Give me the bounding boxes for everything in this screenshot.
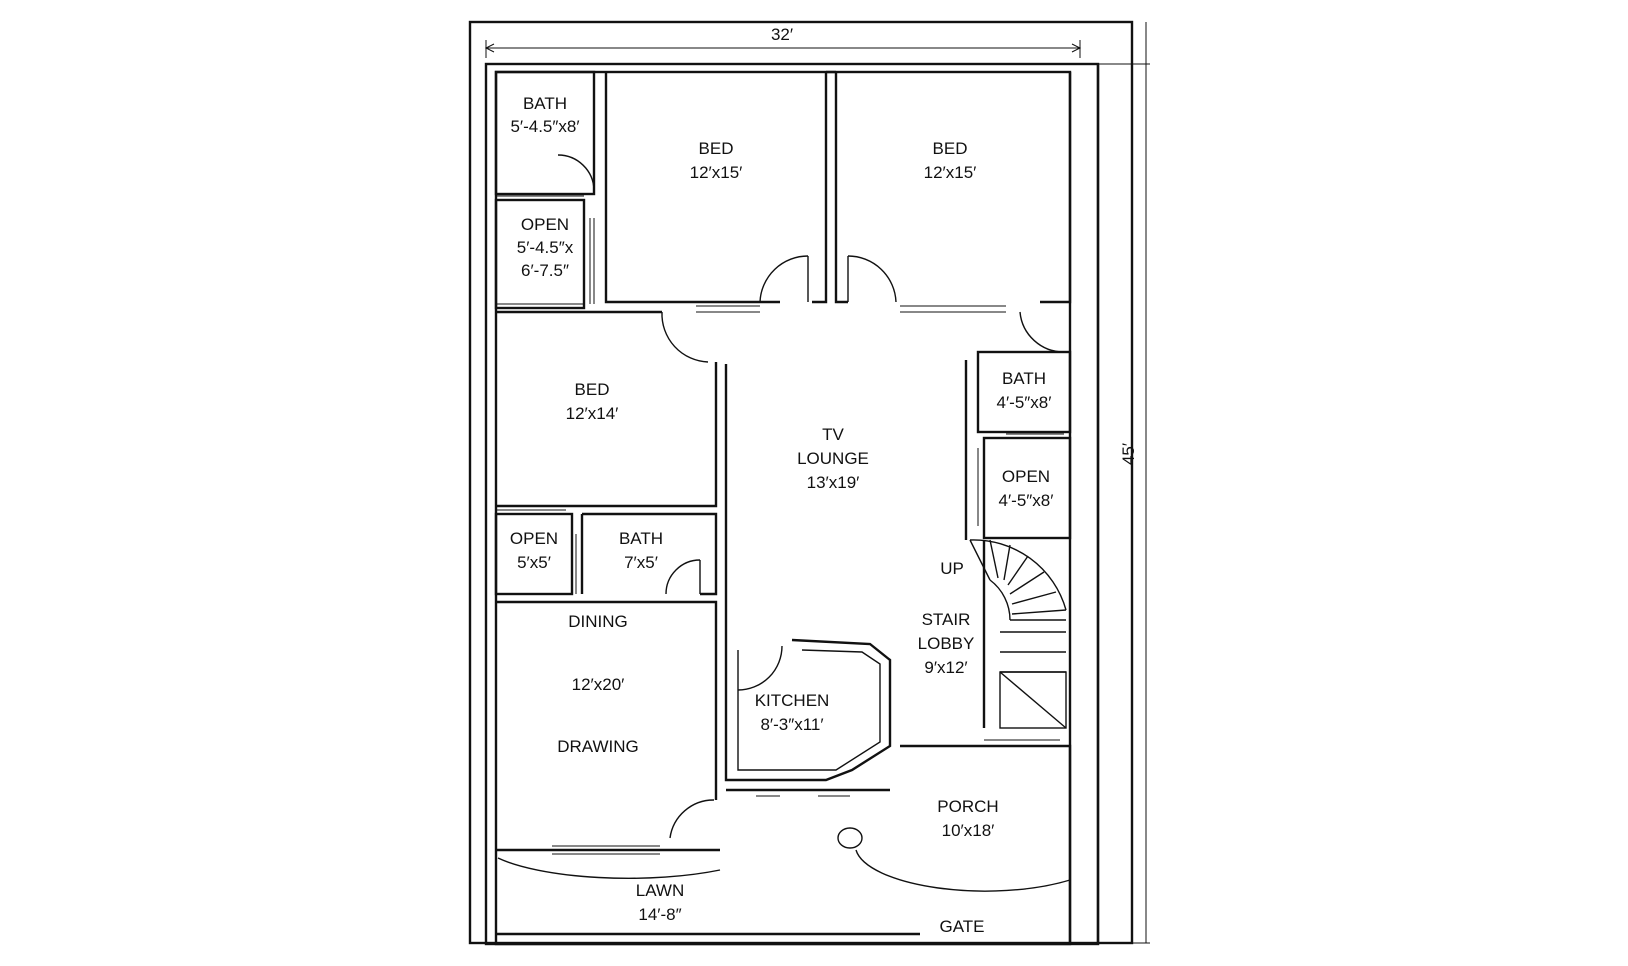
bath-right-walls — [976, 311, 1072, 435]
open-top-left-size-2: 6′-7.5″ — [521, 261, 569, 280]
bath-right-name: BATH — [1002, 369, 1046, 388]
open-right-walls — [977, 436, 1072, 540]
depth-dimension-line — [1098, 22, 1150, 944]
width-dimension-label: 32′ — [771, 25, 793, 44]
open-small-size: 5′x5′ — [517, 553, 551, 572]
stair-drawing — [969, 539, 1067, 729]
bed-top-center-name: BED — [699, 139, 734, 158]
open-top-left-walls — [494, 195, 595, 310]
bath-top-left-size: 5′-4.5″x8′ — [510, 117, 579, 136]
bath-top-left-name: BATH — [523, 94, 567, 113]
bath-right-size: 4′-5″x8′ — [997, 393, 1052, 412]
bed-left-name: BED — [575, 380, 610, 399]
open-right-size: 4′-5″x8′ — [999, 491, 1054, 510]
porch-size: 10′x18′ — [942, 821, 995, 840]
bed-top-center-size: 12′x15′ — [690, 163, 743, 182]
dining-name: DINING — [568, 612, 628, 631]
lawn-name: LAWN — [636, 881, 685, 900]
open-right-name: OPEN — [1002, 467, 1050, 486]
kitchen-walls — [724, 638, 892, 797]
lawn-size: 14′-8″ — [638, 905, 681, 924]
tv-lounge-name-2: LOUNGE — [797, 449, 869, 468]
open-small-name: OPEN — [510, 529, 558, 548]
tv-lounge-name-1: TV — [822, 425, 844, 444]
bath-small-name: BATH — [619, 529, 663, 548]
bed-top-right-size: 12′x15′ — [924, 163, 977, 182]
bed-top-center-walls — [604, 70, 836, 313]
kitchen-size: 8′-3″x11′ — [760, 715, 823, 734]
bath-small-walls — [580, 512, 718, 596]
width-dimension-line — [484, 40, 1082, 58]
drawing-name: DRAWING — [557, 737, 639, 756]
porch-name: PORCH — [937, 797, 998, 816]
depth-dimension-label: 45′ — [1119, 443, 1138, 465]
bath-top-left-walls — [494, 70, 596, 196]
lawn-walls — [496, 857, 920, 936]
bed-top-right-name: BED — [933, 139, 968, 158]
bath-small-size: 7′x5′ — [624, 553, 658, 572]
open-small-walls — [494, 509, 577, 596]
kitchen-name: KITCHEN — [755, 691, 830, 710]
stair-name-1: STAIR — [922, 610, 971, 629]
open-top-left-size-1: 5′-4.5″x — [517, 238, 574, 257]
stair-size: 9′x12′ — [924, 658, 967, 677]
stair-up-label: UP — [940, 559, 964, 578]
bed-top-right-walls — [834, 72, 1072, 313]
gate-label: GATE — [939, 917, 984, 936]
porch-walls — [837, 739, 1072, 944]
bed-left-walls — [496, 310, 718, 508]
tv-lounge-size: 13′x19′ — [807, 473, 860, 492]
bed-left-size: 12′x14′ — [566, 404, 619, 423]
dining-drawing-walls — [496, 600, 720, 855]
tv-lounge-walls — [724, 360, 968, 640]
dining-drawing-size: 12′x20′ — [572, 675, 625, 694]
open-top-left-name: OPEN — [521, 215, 569, 234]
stair-name-2: LOBBY — [918, 634, 975, 653]
